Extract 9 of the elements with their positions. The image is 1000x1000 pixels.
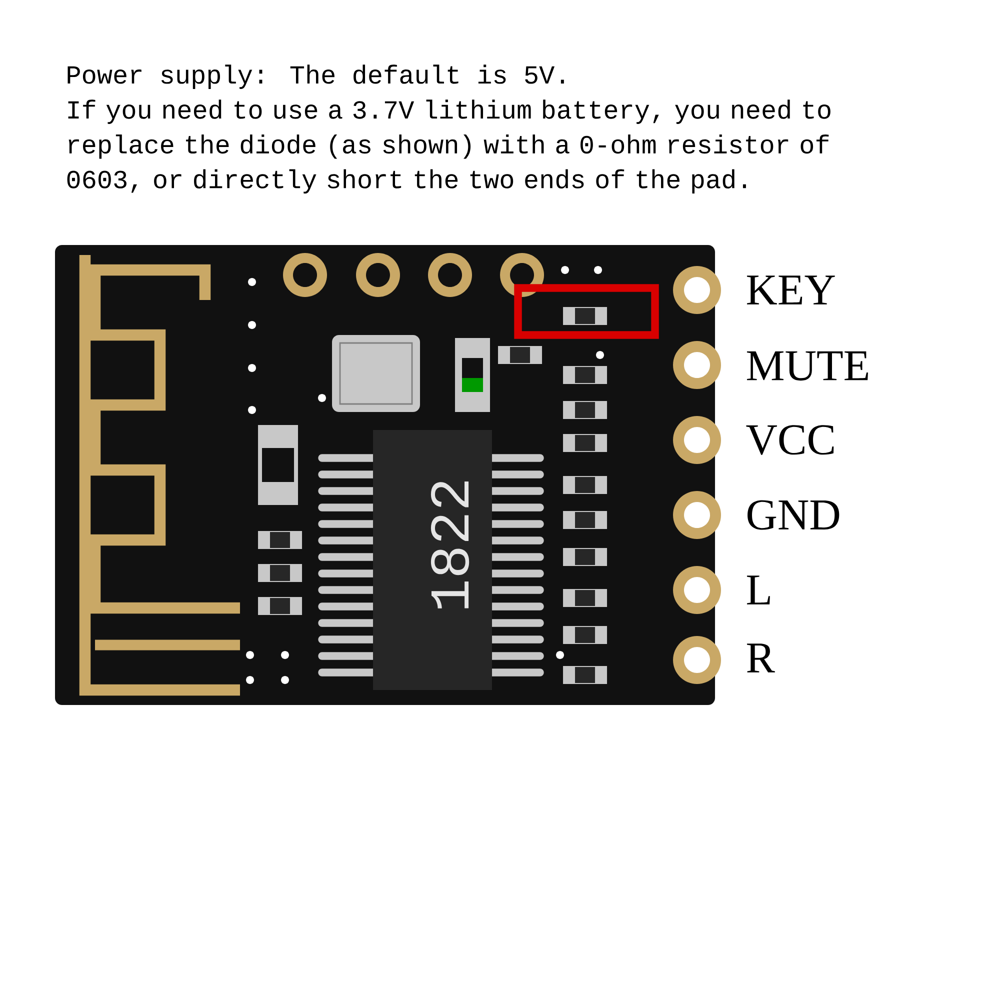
pin-label: KEY	[747, 276, 835, 304]
pin-label: L	[747, 576, 770, 604]
note-text: Power supply: The default is 5V.	[68, 64, 564, 89]
pin-label: GND	[748, 500, 840, 530]
pin-label: R	[747, 644, 775, 672]
note-text: If you need to use a 3.7V lithium battery, you need to replace the diode (as shown) with a 0-ohm resistor of 0603, or directly short the two ends of the pad.	[67, 100, 830, 194]
chip-marking: 1822	[430, 482, 470, 608]
pin-label: VCC	[746, 425, 834, 455]
pin-label: MUTE	[747, 351, 868, 381]
